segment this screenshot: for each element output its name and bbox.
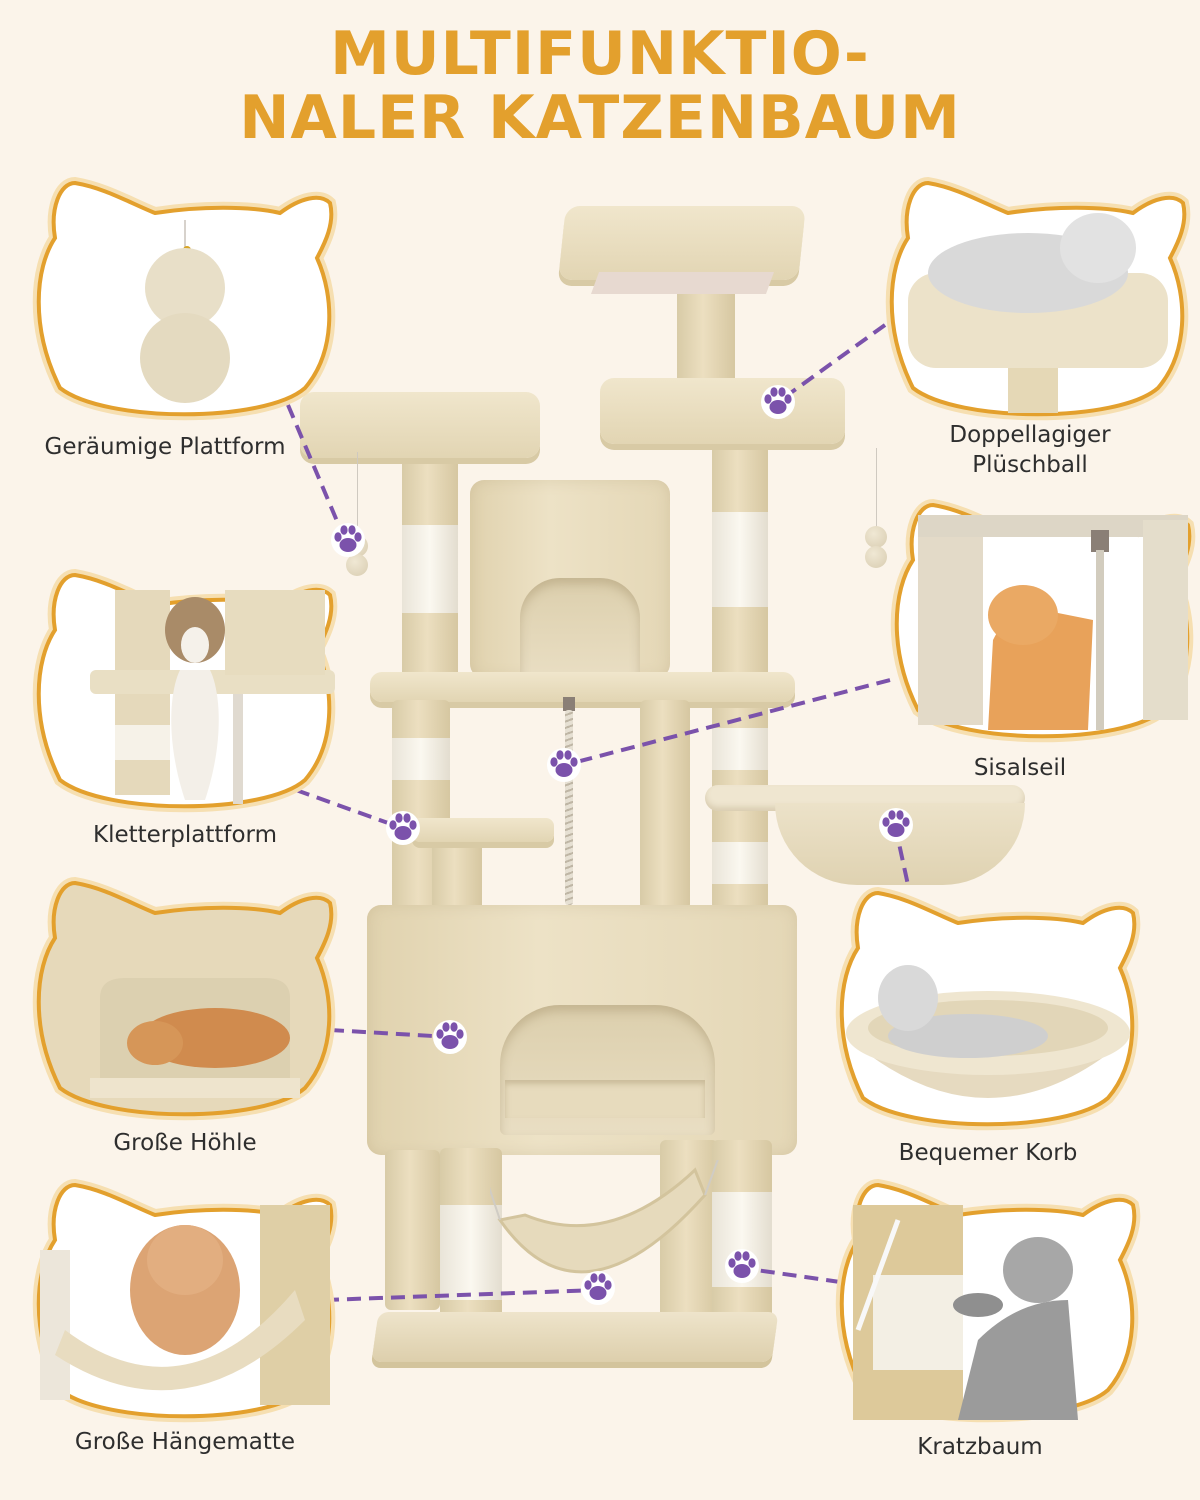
caption-kratzbaum: Kratzbaum xyxy=(917,1434,1043,1460)
paw-print-icon xyxy=(547,748,581,782)
caption-kletterplattform: Kletterplattform xyxy=(92,822,277,848)
connector-plueschball xyxy=(776,323,887,404)
step-platform xyxy=(412,818,554,842)
title-line-2: NALER KATZENBAUM xyxy=(239,83,961,153)
left-toy-string xyxy=(357,452,358,540)
upper-right-sisal-3 xyxy=(712,842,768,884)
frame-plattform xyxy=(39,183,332,414)
connector-kletterplattform xyxy=(295,788,403,830)
upper-right-platform xyxy=(600,378,845,444)
connector-haengematte xyxy=(324,1288,599,1302)
frame-korb xyxy=(842,893,1135,1124)
right-toy-ball-top xyxy=(865,526,887,548)
paw-print-icon xyxy=(331,523,365,557)
upper-condo-entrance xyxy=(520,578,640,678)
middle-right-post xyxy=(640,700,690,910)
caption-plattform: Geräumige Plattform xyxy=(44,434,286,460)
upper-right-sisal-2 xyxy=(712,728,768,770)
right-toy-string xyxy=(876,448,877,530)
upper-left-sisal xyxy=(402,525,458,613)
title-line-1: MULTIFUNKTIO- xyxy=(330,19,870,89)
paw-print-icon xyxy=(725,1249,759,1283)
connector-sisalseil xyxy=(564,678,891,767)
caption-plueschball-line-1: Doppellagiger xyxy=(949,422,1111,448)
paw-print-icon xyxy=(386,811,420,845)
frame-kratzbaum xyxy=(842,1185,1135,1420)
connector-hoehle xyxy=(329,1028,451,1039)
page-title: MULTIFUNKTIO- NALER KATZENBAUM xyxy=(0,22,1200,150)
hammock xyxy=(490,1160,719,1274)
paw-print-icon xyxy=(581,1271,615,1305)
caption-korb: Bequemer Korb xyxy=(898,1140,1078,1166)
middle-left-sisal xyxy=(392,738,450,780)
left-toy-ball-bottom xyxy=(346,554,368,576)
connector-plattform xyxy=(286,404,347,541)
frame-sisalseil xyxy=(897,505,1190,736)
connector-kratzbaum xyxy=(741,1266,841,1284)
rope-anchor xyxy=(563,697,575,711)
paw-print-icon xyxy=(433,1020,467,1054)
caption-haengematte: Große Hängematte xyxy=(74,1429,296,1455)
base-post-back-left xyxy=(385,1150,440,1310)
caption-plueschball: Doppellagiger Plüschball xyxy=(880,420,1180,480)
frame-kletterplattform xyxy=(39,575,335,806)
paw-print-icon xyxy=(761,385,795,419)
lower-condo-ledge xyxy=(505,1080,705,1118)
connector-lines xyxy=(286,323,910,1302)
step-post xyxy=(432,838,482,913)
paw-markers xyxy=(331,385,913,1305)
middle-platform xyxy=(370,672,795,702)
right-toy-ball-bottom xyxy=(865,546,887,568)
frame-hoehle xyxy=(39,883,332,1114)
base-post-back-right xyxy=(660,1140,718,1340)
caption-hoehle: Große Höhle xyxy=(113,1130,257,1156)
upper-right-sisal-1 xyxy=(712,512,768,607)
caption-sisalseil: Sisalseil xyxy=(973,755,1067,781)
paw-print-icon xyxy=(879,808,913,842)
frame-haengematte xyxy=(39,1185,332,1416)
base-sisal-left xyxy=(440,1205,502,1300)
sisal-rope xyxy=(565,710,573,905)
caption-plueschball-line-2: Plüschball xyxy=(972,452,1088,478)
upper-left-platform xyxy=(300,392,540,458)
frame-plueschball xyxy=(892,183,1185,414)
